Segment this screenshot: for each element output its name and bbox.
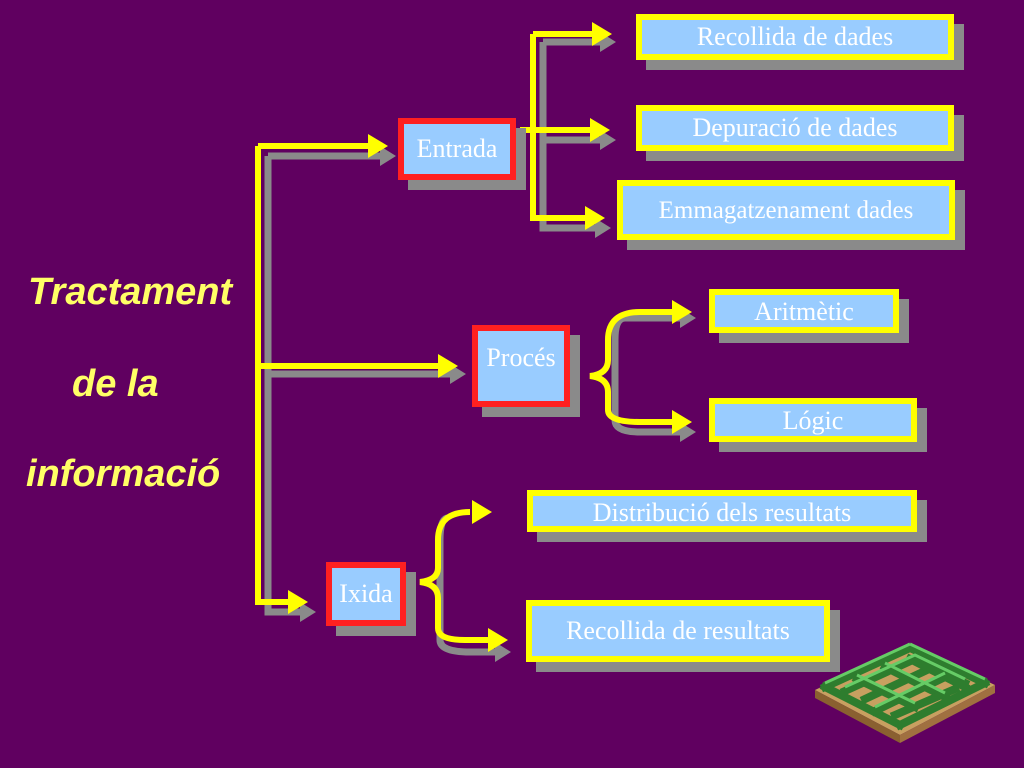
node-emmagatzenament-label: Emmagatzenament dades (617, 180, 955, 240)
node-recollida-dades-label: Recollida de dades (636, 14, 954, 60)
node-entrada: Entrada (398, 118, 526, 190)
node-recollida-dades: Recollida de dades (636, 14, 964, 70)
node-proces: Procés (472, 325, 580, 417)
title-line-2: de la (72, 363, 159, 405)
arrowheads (288, 22, 692, 652)
node-entrada-label: Entrada (398, 118, 516, 180)
maze-icon (815, 642, 995, 743)
node-aritmetic: Aritmètic (709, 289, 909, 343)
connector-lines (255, 31, 672, 643)
title-line-1: Tractament (28, 271, 233, 313)
node-depuracio-dades-label: Depuració de dades (636, 105, 954, 151)
node-recollida-resultats-label: Recollida de resultats (526, 600, 830, 662)
node-aritmetic-label: Aritmètic (709, 289, 899, 333)
node-logic-label: Lógic (709, 398, 917, 442)
node-proces-label: Procés (472, 325, 570, 407)
node-recollida-resultats: Recollida de resultats (526, 600, 840, 672)
title-line-3: informació (26, 453, 221, 495)
node-depuracio-dades: Depuració de dades (636, 105, 964, 161)
node-emmagatzenament: Emmagatzenament dades (617, 180, 965, 250)
node-distribucio-label: Distribució dels resultats (527, 490, 917, 532)
node-ixida-label: Ixida (326, 562, 406, 626)
node-ixida: Ixida (326, 562, 416, 636)
node-distribucio: Distribució dels resultats (527, 490, 927, 542)
node-logic: Lógic (709, 398, 927, 452)
